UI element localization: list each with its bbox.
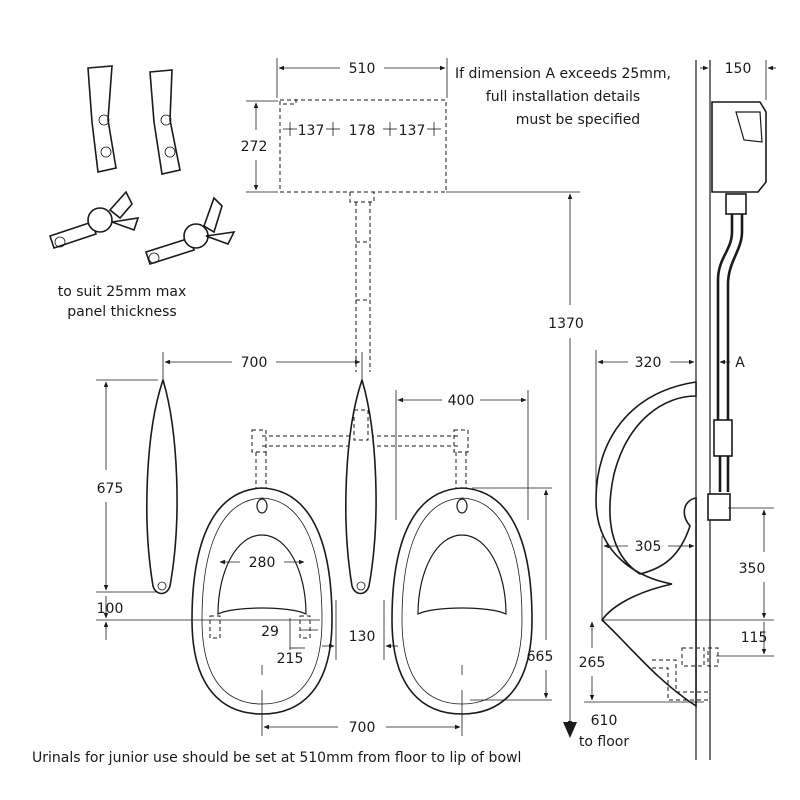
dim-division-spacing: 700 xyxy=(162,352,363,378)
dimension-a-note-line2: full installation details xyxy=(486,89,640,105)
dim-280-label: 280 xyxy=(249,555,276,571)
dim-cistern-height: 272 xyxy=(241,100,278,193)
dim-waste-height: 265 xyxy=(579,621,704,703)
dim-178-label: 178 xyxy=(349,123,376,139)
dim-outlet-height: 350 xyxy=(602,507,774,621)
dim-137-left-label: 137 xyxy=(298,123,325,139)
dim-510-label: 510 xyxy=(349,61,376,77)
screw-fittings-icon xyxy=(48,190,236,266)
fixing-brackets-icon xyxy=(87,65,181,175)
dim-400-label: 400 xyxy=(448,393,475,409)
dim-215-label: 215 xyxy=(277,651,304,667)
side-waste-trap xyxy=(652,647,719,701)
dim-bowl-spacing: 700 xyxy=(261,690,463,736)
dim-665-label: 665 xyxy=(527,649,554,665)
dim-lip-to-floor: 610 to floor xyxy=(563,618,629,750)
dim-wall-projection: 150 xyxy=(700,60,776,100)
dim-a-label: A xyxy=(735,355,745,371)
dim-130-label: 130 xyxy=(349,629,376,645)
dim-inner-width: 280 xyxy=(219,555,305,571)
dim-side-projection: 320 xyxy=(595,350,695,500)
dim-a: A xyxy=(719,355,745,371)
cistern-outline xyxy=(279,98,447,372)
dim-305-label: 305 xyxy=(635,539,662,555)
dim-fixing-centres: 137 178 137 xyxy=(290,123,425,139)
dim-137-right-label: 137 xyxy=(399,123,426,139)
dim-150-label: 150 xyxy=(725,61,752,77)
dim-320-label: 320 xyxy=(635,355,662,371)
dim-1370-label: 1370 xyxy=(548,316,584,332)
centre-division xyxy=(345,377,377,595)
side-cistern xyxy=(711,101,767,215)
dim-115-label: 115 xyxy=(741,630,768,646)
dim-675-label: 675 xyxy=(97,481,124,497)
left-urinal-bowl xyxy=(191,487,333,715)
left-division xyxy=(146,377,178,595)
dim-bowl-height: 665 xyxy=(470,487,554,701)
dim-610-label: 610 xyxy=(591,713,618,729)
dim-265-label: 265 xyxy=(579,655,606,671)
dimension-a-note-line3: must be specified xyxy=(516,112,640,128)
dim-bracket-positions: 29 215 xyxy=(261,618,318,667)
panel-note-line2: panel thickness xyxy=(67,304,176,320)
right-urinal-bowl xyxy=(391,487,533,715)
dim-cistern-width: 510 xyxy=(276,58,448,98)
dimension-a-note-line1: If dimension A exceeds 25mm, xyxy=(455,66,671,82)
dim-350-label: 350 xyxy=(739,561,766,577)
dim-272-label: 272 xyxy=(241,139,268,155)
dim-division-height: 675 xyxy=(96,379,158,593)
flush-pipework xyxy=(251,429,469,490)
dim-100-label: 100 xyxy=(97,601,124,617)
dim-lip-projection: 305 xyxy=(601,536,695,620)
dim-bowl-width: 400 xyxy=(395,390,529,520)
dim-lip-offset: 115 xyxy=(716,622,774,657)
panel-note-line1: to suit 25mm max xyxy=(58,284,187,300)
dim-700-top-label: 700 xyxy=(241,355,268,371)
side-flush-pipe xyxy=(707,214,744,521)
dim-division-offset: 100 xyxy=(96,596,320,640)
junior-use-caption: Urinals for junior use should be set at … xyxy=(32,750,521,766)
dim-to-floor-label: to floor xyxy=(579,734,629,750)
dim-700-bottom-label: 700 xyxy=(349,720,376,736)
hanging-brackets xyxy=(209,615,311,639)
dim-29-label: 29 xyxy=(261,624,279,640)
dim-flush-pipe-height: 1370 xyxy=(446,191,584,618)
dim-division-width: 130 xyxy=(322,600,398,660)
